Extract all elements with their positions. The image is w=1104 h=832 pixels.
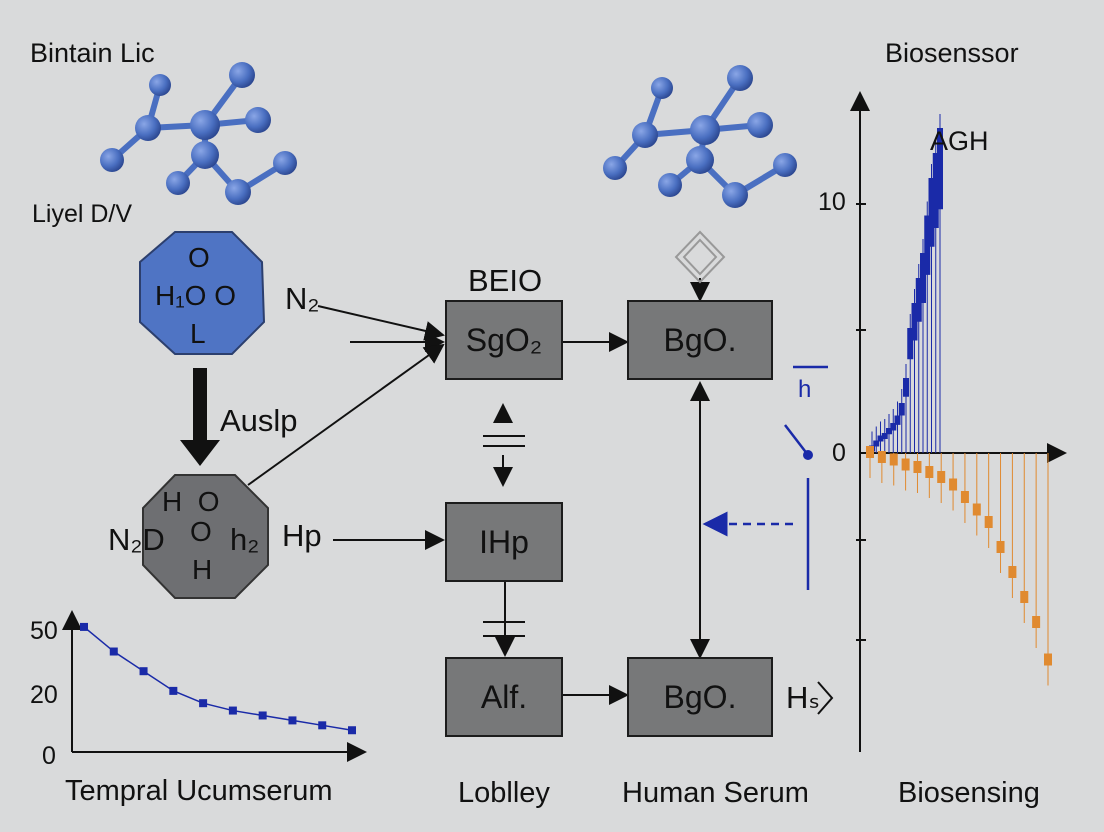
line-chart-ytick-20: 20 [30,681,58,709]
bar-neg-14 [1032,616,1041,628]
bar-pos-12 [920,253,926,303]
label-biosensing: Biosensing [898,777,1040,809]
bar-neg-15 [1044,653,1052,666]
line-chart-point-2 [139,667,148,676]
line-chart-point-8 [318,721,327,730]
bar-pos-5 [890,423,897,431]
molecule-blob-bottom [142,474,269,599]
bar-pos-9 [907,328,914,360]
label-temporal: Tempral Ucumserum [65,775,333,807]
bar-chart-ytick-0: 0 [832,439,846,467]
line-chart-point-0 [80,622,88,631]
molecule-model-left [100,62,297,205]
line-chart-point-9 [348,726,356,735]
label-human-serum: Human Serum [622,777,809,809]
bar-neg-6 [937,471,946,483]
bar-pos-10 [911,303,918,341]
label-n2d: N₂D [108,522,165,557]
line-chart-point-4 [199,699,208,708]
bar-pos-8 [903,378,909,397]
bar-neg-4 [913,461,922,473]
blue-dot [803,450,813,460]
bar-pos-13 [924,215,931,275]
bar-pos-7 [898,403,905,416]
bar-pos-15 [932,153,939,228]
bar-pos-1 [873,440,880,447]
bar-neg-1 [877,451,886,463]
bar-pos-6 [894,415,901,425]
line-chart-point-1 [109,647,118,656]
bar-neg-9 [972,503,981,516]
line-chart-point-5 [228,706,237,715]
bar-pos-16 [937,128,943,210]
label-h-marker: h [798,376,812,403]
box-ihp: IHp [445,502,563,582]
blue-markers [702,365,828,590]
line-chart-point-3 [169,686,178,695]
line-chart [62,610,367,762]
line-chart-ytick-50: 50 [30,617,58,645]
molecule-blob-top [139,231,266,355]
bar-neg-12 [1008,566,1017,578]
molecule-top-line-2: H₁O O [155,280,237,311]
label-hs: Hₛ [786,680,820,715]
label-lobley: Loblley [458,777,550,809]
bar-neg-0 [866,446,874,458]
diamond-symbol [674,230,726,284]
line-chart-point-6 [258,711,267,720]
box-sgo2: SgO₂ [445,300,563,380]
molecule-top-line-3: L [190,318,206,349]
label-agh: AGH [930,126,989,156]
molecule-top-line-1: O [188,242,210,273]
molecule-bottom-line-2: O [190,516,212,547]
bar-pos-4 [886,428,892,435]
label-liyel: Liyel D/V [32,200,133,228]
flow-arrows [247,278,834,715]
bar-neg-2 [889,453,898,466]
bar-pos-3 [881,433,888,439]
title-top-left: Bintain Lic [30,38,155,68]
bar-neg-10 [984,516,993,528]
bar-neg-8 [960,491,969,503]
label-auslp: Auslp [220,403,298,438]
bar-neg-7 [949,478,958,491]
molecule-model-center [603,65,797,208]
bar-chart [850,91,1067,752]
label-hp: Hp [282,518,322,553]
bar-neg-13 [1020,591,1029,603]
bar-neg-5 [925,466,934,478]
line-chart-ytick-0: 0 [42,742,56,770]
bar-chart-ytick-10: 10 [818,188,846,216]
bar-pos-14 [928,178,935,247]
bar-pos-11 [915,278,922,322]
line-chart-point-7 [288,716,297,725]
label-beio: BEIO [468,263,543,298]
bar-pos-2 [877,435,884,442]
box-bgo-bottom: BgO. [627,657,773,737]
line-chart-series [83,626,353,731]
title-top-right: Biosenssor [885,38,1019,68]
label-h2: h₂ [230,522,260,557]
big-down-arrow [180,368,220,466]
bar-neg-11 [996,541,1005,553]
molecule-bottom-line-1: H O [162,486,220,517]
box-alf: Alf. [445,657,563,737]
bar-neg-3 [901,458,910,471]
label-n2: N₂ [285,281,320,316]
box-bgo-top: BgO. [627,300,773,380]
molecule-bottom-line-3: H [192,554,213,585]
